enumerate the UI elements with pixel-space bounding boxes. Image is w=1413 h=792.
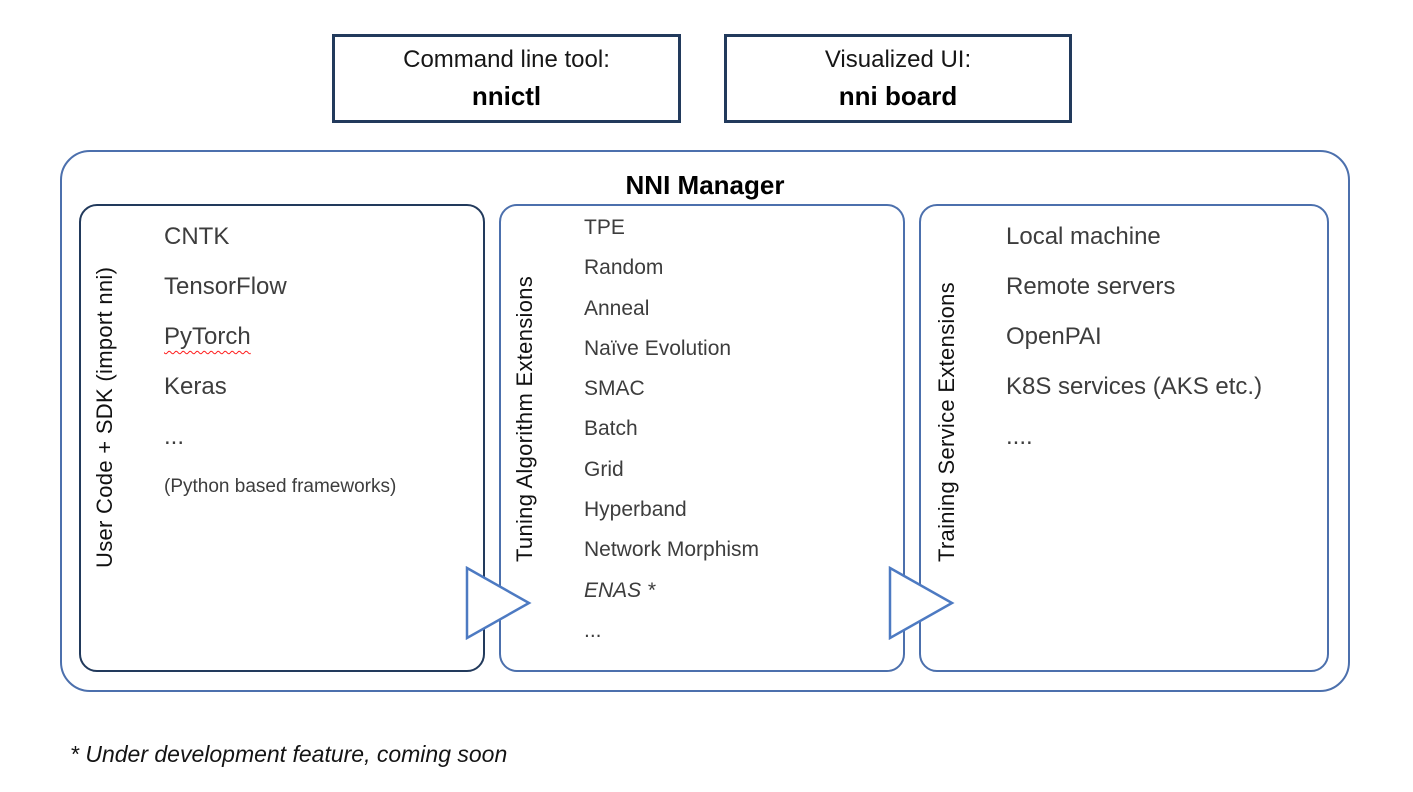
list-item: ... <box>584 618 602 642</box>
list-item: TPE <box>584 216 625 239</box>
list-item: ENAS * <box>584 578 656 602</box>
list-item: Network Morphism <box>584 538 760 562</box>
list-item: Naïve Evolution <box>584 336 732 360</box>
panel-label-user-code: User Code + SDK (import nni) <box>92 266 117 568</box>
list-item: OpenPAI <box>1006 323 1102 350</box>
command-line-tool-box: Command line tool: nnictl <box>332 34 681 123</box>
list-item: Grid <box>584 457 624 481</box>
list-item: .... <box>1006 423 1033 450</box>
list-item: CNTK <box>164 223 230 250</box>
nni-board-label: nni board <box>838 80 958 111</box>
nni-manager-title: NNI Manager <box>625 170 785 200</box>
nnictl-label: nnictl <box>471 80 542 111</box>
list-item: Keras <box>164 373 227 400</box>
footnote: * Under development feature, coming soon <box>70 741 508 767</box>
panel-label-tuning-algorithms: Tuning Algorithm Extensions <box>512 275 537 562</box>
list-item: Anneal <box>584 296 650 320</box>
list-item: Remote servers <box>1006 273 1176 300</box>
flow-arrow-icon <box>465 566 532 640</box>
panel-label-training-services: Training Service Extensions <box>934 282 959 562</box>
visualized-ui-box: Visualized UI: nni board <box>724 34 1072 123</box>
list-item: Random <box>584 256 664 280</box>
list-item: K8S services (AKS etc.) <box>1006 373 1263 400</box>
visualized-ui-label: Visualized UI: <box>824 45 972 73</box>
list-item: Batch <box>584 417 638 441</box>
list-item: (Python based frameworks) <box>164 476 397 497</box>
command-line-tool-label: Command line tool: <box>403 45 610 73</box>
list-item: Local machine <box>1006 223 1161 250</box>
flow-arrow-icon <box>888 566 955 640</box>
list-item: PyTorch <box>164 323 251 350</box>
list-item: Hyperband <box>584 498 687 522</box>
list-item: TensorFlow <box>164 273 287 300</box>
list-item: SMAC <box>584 377 645 401</box>
list-item: ... <box>164 423 185 450</box>
